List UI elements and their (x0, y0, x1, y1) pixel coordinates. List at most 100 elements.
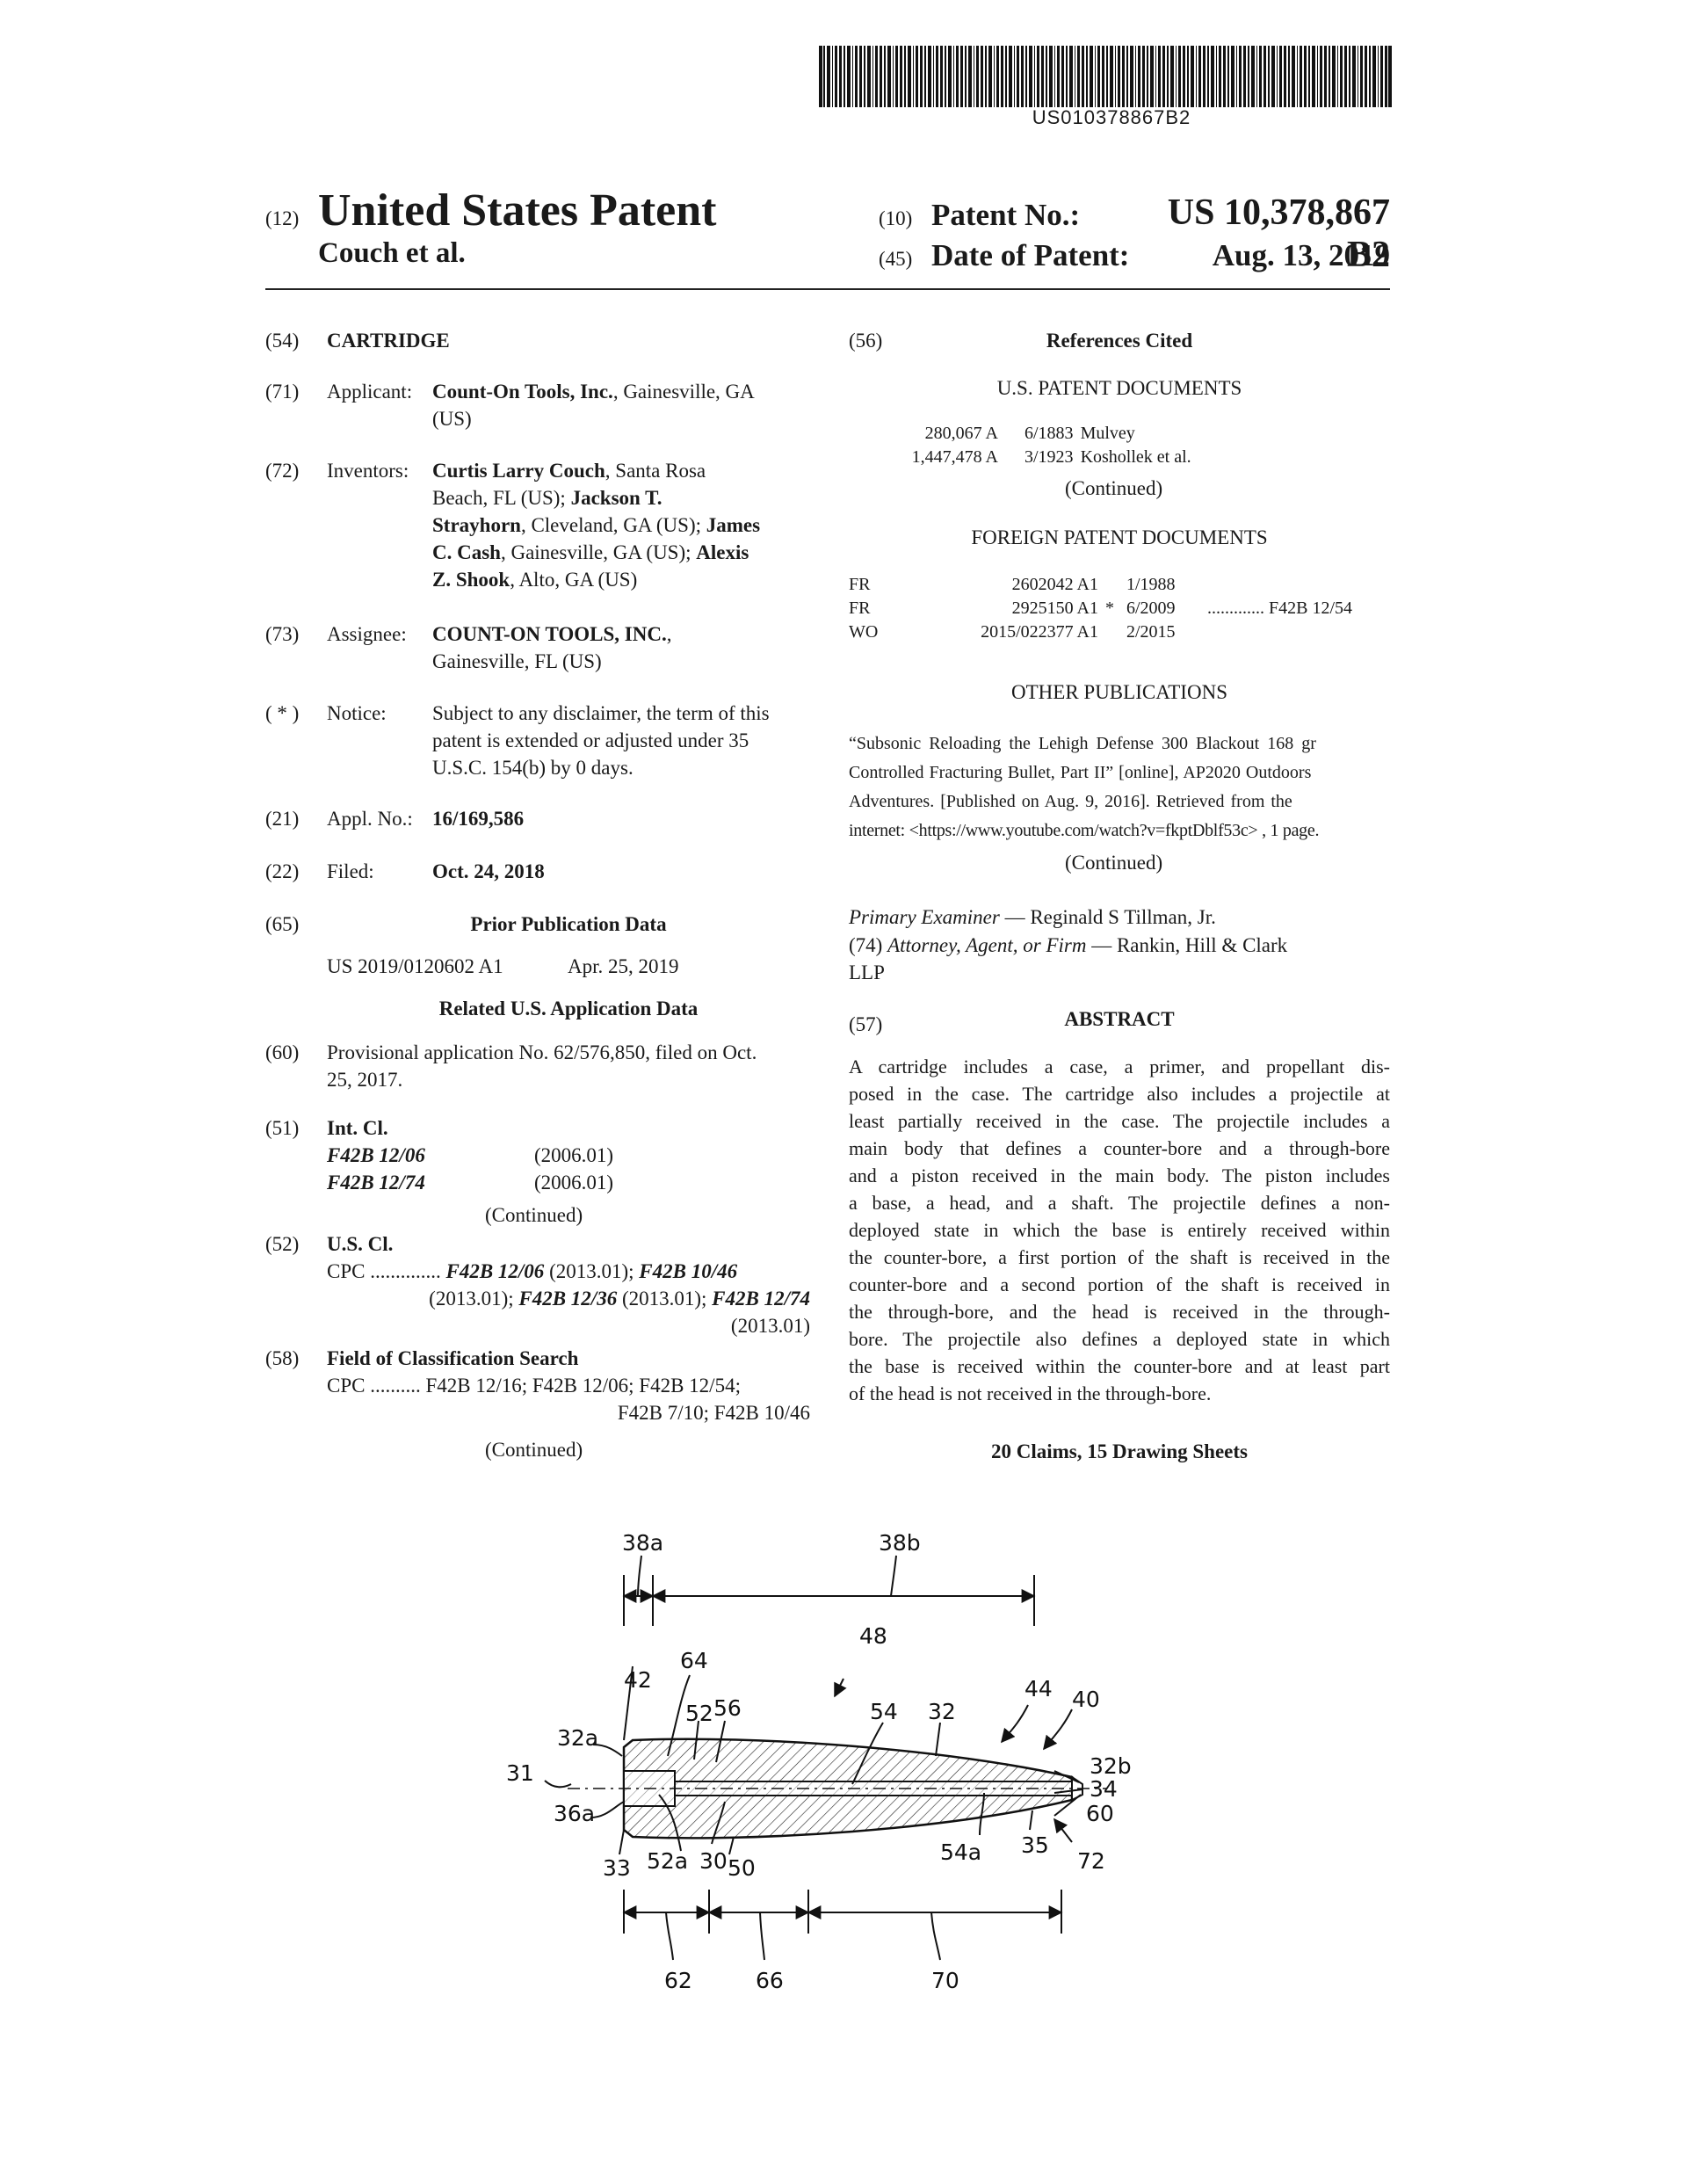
code-65: (65) (265, 913, 300, 935)
int-class-2: F42B 12/74 (327, 1172, 425, 1194)
code-22: (22) (265, 860, 300, 882)
us-cl-line-1: CPC .............. F42B 12/06 (2013.01);… (327, 1258, 810, 1285)
provisional-text: Provisional application No. 62/576,850, … (327, 1039, 810, 1093)
patent-figure: 38a 38b 48 64 42 52 56 54 32 44 40 32a 3… (506, 1530, 1132, 1993)
applicant-value: Count-On Tools, Inc., Gainesville, GA (U… (432, 378, 801, 432)
inventor-1-loc: , Santa Rosa (605, 460, 706, 482)
label-62: 62 (664, 1968, 692, 1993)
notice-line-2: patent is extended or adjusted under 35 (432, 729, 749, 751)
abstract-line: the counter-bore, a first portion of the… (849, 1246, 1390, 1268)
other-pub-line: “Subsonic Reloading the Lehigh Defense 3… (849, 734, 1316, 753)
applicant-country: (US) (432, 408, 472, 430)
label-50: 50 (728, 1855, 756, 1881)
label-34: 34 (1090, 1776, 1118, 1802)
search-field-line-2: F42B 7/10; F42B 10/46 (617, 1402, 810, 1424)
top-dimensions (622, 1555, 1036, 1626)
other-pubs: “Subsonic Reloading the Lehigh Defense 3… (849, 729, 1390, 845)
inventors-value: Curtis Larry Couch, Santa Rosa Beach, FL… (432, 457, 810, 593)
other-pubs-heading: OTHER PUBLICATIONS (1011, 681, 1227, 703)
notice-line-1: Subject to any disclaimer, the term of t… (432, 702, 770, 724)
code-60: (60) (265, 1041, 300, 1063)
attorney-line: (74) Attorney, Agent, or Firm — Rankin, … (849, 932, 1390, 986)
label-35: 35 (1021, 1832, 1049, 1858)
attorney-name: — Rankin, Hill & Clark (1086, 934, 1288, 956)
abstract-line: of the head is not received in the throu… (849, 1382, 1212, 1404)
prior-pub-number: US 2019/0120602 A1 (327, 955, 503, 977)
other-pub-line: Adventures. [Published on Aug. 9, 2016].… (849, 792, 1292, 811)
label-48: 48 (859, 1623, 887, 1649)
int-class-1-version: (2006.01) (534, 1144, 614, 1166)
leader-lines (544, 1665, 1083, 1855)
attorney-label: Attorney, Agent, or Firm (887, 934, 1087, 956)
other-pub-line: Controlled Fracturing Bullet, Part II” [… (849, 763, 1312, 782)
prior-pub-heading: Prior Publication Data (470, 913, 667, 935)
us-cl-class-4: F42B 12/74 (712, 1288, 810, 1310)
code-57: (57) (849, 1013, 883, 1035)
label-66: 66 (756, 1968, 784, 1993)
inventor-2: Jackson T. (570, 487, 662, 509)
foreign-doc-star (1105, 620, 1126, 644)
foreign-docs: FR 2602042 A1 1/1988 FR 2925150 A1 * 6/2… (849, 573, 1359, 644)
bottom-dimensions (622, 1890, 1063, 1961)
abstract-line: counter-bore and a second portion of the… (849, 1273, 1390, 1295)
abstract-line: least partially received in the case. Th… (849, 1110, 1390, 1132)
inventor-2-cont: Strayhorn (432, 514, 521, 536)
foreign-docs-heading: FOREIGN PATENT DOCUMENTS (971, 526, 1268, 548)
foreign-doc-date: 6/2009 (1126, 599, 1176, 618)
us-patent-docs-heading: U.S. PATENT DOCUMENTS (996, 377, 1242, 399)
us-doc-date: 3/1923 (1025, 447, 1074, 467)
code-54: (54) (265, 330, 300, 352)
claims-summary: 20 Claims, 15 Drawing Sheets (991, 1440, 1248, 1462)
abstract-line: the through-bore, and the head is receiv… (849, 1301, 1390, 1323)
inventor-2-loc: , Cleveland, GA (US); (520, 514, 706, 536)
appl-no-label: Appl. No.: (327, 808, 413, 830)
us-cl-class-1: F42B 12/06 (445, 1260, 545, 1282)
foreign-doc-country: WO (849, 622, 879, 642)
inventor-4-cont: Z. Shook (432, 569, 510, 591)
other-pub-line: internet: <https://www.youtube.com/watch… (849, 821, 1320, 840)
label-60: 60 (1086, 1801, 1114, 1826)
foreign-doc-class: ............. F42B 12/54 (1207, 599, 1353, 618)
inventors-label: Inventors: (327, 460, 409, 482)
search-field-label: Field of Classification Search (327, 1347, 579, 1369)
us-cl-date-3: (2013.01); (617, 1288, 713, 1310)
notice-label: Notice: (327, 702, 387, 724)
other-pubs-continued: (Continued) (1065, 852, 1163, 874)
us-cl-line-2: (2013.01); F42B 12/36 (2013.01); F42B 12… (327, 1285, 810, 1312)
label-64: 64 (680, 1648, 708, 1673)
foreign-docs-table: FR 2602042 A1 1/1988 FR 2925150 A1 * 6/2… (849, 573, 1359, 644)
us-cl-date-2: (2013.01); (429, 1288, 519, 1310)
list-item: 280,067 A 6/1883 Mulvey (893, 422, 1198, 446)
us-cl-line-3: (2013.01) (730, 1315, 810, 1337)
foreign-doc-country: FR (849, 599, 871, 618)
code-58: (58) (265, 1347, 300, 1369)
label-40: 40 (1072, 1687, 1100, 1712)
applicant-name: Count-On Tools, Inc. (432, 381, 613, 403)
us-cl-dots: .............. (365, 1260, 446, 1282)
applicant-location: , Gainesville, GA (612, 381, 755, 403)
label-36a: 36a (554, 1801, 595, 1826)
code-74: (74) (849, 934, 888, 956)
assignee-location: Gainesville, FL (US) (432, 650, 602, 672)
document-title: United States Patent (318, 185, 717, 236)
filed-label: Filed: (327, 860, 374, 882)
label-52: 52 (685, 1701, 713, 1726)
list-item: WO 2015/022377 A1 2/2015 (849, 620, 1359, 644)
us-doc-name: Mulvey (1080, 424, 1135, 443)
filed-value: Oct. 24, 2018 (432, 860, 545, 882)
label-32b: 32b (1090, 1753, 1132, 1779)
us-doc-number: 1,447,478 A (911, 447, 998, 467)
code-52: (52) (265, 1233, 300, 1255)
label-54a: 54a (940, 1839, 981, 1865)
inventor-1-loc-cont: Beach, FL (US); (432, 487, 571, 509)
related-data-heading: Related U.S. Application Data (438, 998, 699, 1019)
inventor-4-loc: , Alto, GA (US) (510, 569, 638, 591)
header-code-10: (10) (879, 207, 913, 229)
us-docs-table: 280,067 A 6/1883 Mulvey 1,447,478 A 3/19… (893, 422, 1198, 469)
us-patent-docs: 280,067 A 6/1883 Mulvey 1,447,478 A 3/19… (893, 422, 1198, 469)
appl-no-value: 16/169,586 (432, 808, 525, 830)
assignee-name: COUNT-ON TOOLS, INC. (432, 623, 667, 645)
us-cl-cpc: CPC (327, 1260, 366, 1282)
patent-no-label: Patent No.: (931, 198, 1081, 232)
patent-number: US 10,378,867 B2 (1167, 192, 1390, 275)
